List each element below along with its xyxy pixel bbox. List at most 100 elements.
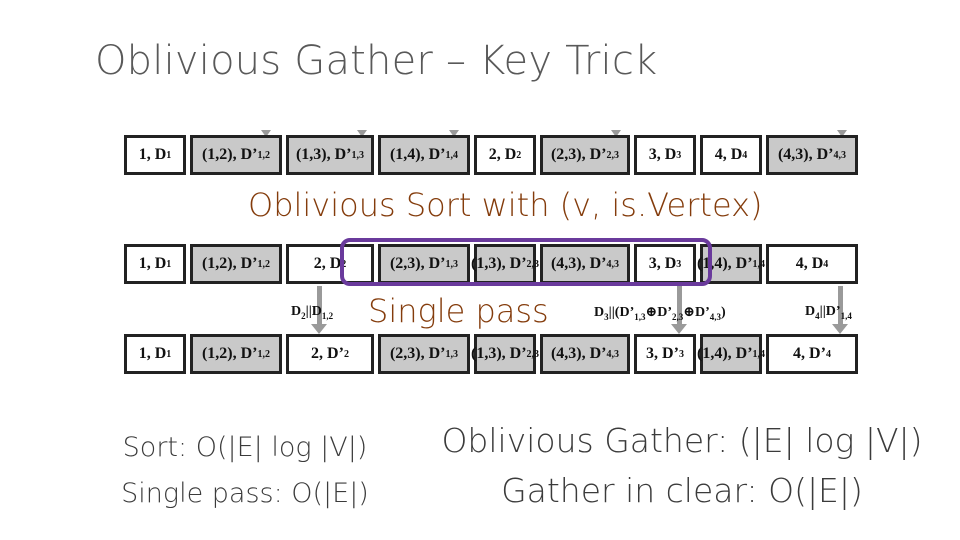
cell-subscript: 4,3 [833, 149, 847, 161]
edge-cell: (2,3), D’1,3 [378, 334, 470, 374]
cell-label: 3, D’ [646, 345, 679, 362]
down-arrow [832, 286, 848, 334]
cell-label: 1, D [138, 255, 167, 272]
notch-marker [357, 130, 367, 137]
cell-label: (2,3), D’ [389, 255, 446, 272]
cell-label: 1, D [138, 345, 167, 362]
cell-subscript: 1,4 [752, 258, 766, 270]
notch-marker [837, 130, 847, 137]
notch-marker [611, 130, 621, 137]
edge-cell: (1,2), D’1,2 [190, 135, 282, 175]
notch-marker [261, 130, 271, 137]
vertex-3-concat-label: D3||(D’1,3⊕D’2,3⊕D’4,3) [594, 305, 726, 322]
clear-gather-cost-text: Gather in clear: O(|E|) [501, 471, 863, 510]
cell-label: 2, D [313, 255, 342, 272]
cell-subscript: 1 [166, 348, 172, 360]
cell-subscript: 4,3 [606, 258, 620, 270]
edge-cell: (4,3), D’4,3 [766, 135, 858, 175]
edge-cell: (1,2), D’1,2 [190, 334, 282, 374]
cell-subscript: 1 [166, 258, 172, 270]
cell-label: 4, D’ [793, 345, 826, 362]
slide-title: Oblivious Gather – Key Trick [95, 38, 658, 84]
cell-label: (1,4), D’ [389, 146, 446, 163]
cell-subscript: 4,3 [606, 348, 620, 360]
cell-label: (1,4), D’ [696, 345, 753, 362]
edge-cell: (4,3), D’4,3 [540, 334, 630, 374]
cell-subscript: 2,3 [526, 348, 540, 360]
cell-subscript: 1,2 [257, 258, 271, 270]
cell-subscript: 4 [742, 149, 748, 161]
cell-label: (1,3), D’ [470, 255, 527, 272]
edge-cell: (1,4), D’1,4 [696, 334, 765, 374]
edge-cell: (1,3), D’1,3 [286, 135, 374, 175]
cell-subscript: 3 [676, 258, 682, 270]
edge-cell: (1,4), D’1,4 [378, 135, 470, 175]
cell-label: 3, D [648, 255, 677, 272]
cell-label: (1,2), D’ [201, 345, 258, 362]
cell-subscript: 4 [825, 348, 831, 360]
cell-label: (2,3), D’ [550, 146, 607, 163]
cell-label: 2, D [488, 146, 517, 163]
cell-subscript: 1,3 [351, 149, 365, 161]
cell-label: 2, D’ [311, 345, 344, 362]
cell-subscript: 1 [166, 149, 172, 161]
sort-caption: Oblivious Sort with (v, is.Vertex) [248, 186, 763, 224]
cell-label: 1, D [138, 146, 167, 163]
cell-subscript: 3 [676, 149, 682, 161]
cell-label: (2,3), D’ [389, 345, 446, 362]
oblivious-gather-cost-text: Oblivious Gather: (|E| log |V|) [441, 421, 923, 460]
single-pass-caption: Single pass [368, 292, 549, 330]
cell-subscript: 2 [516, 149, 522, 161]
cell-label: (1,2), D’ [201, 255, 258, 272]
down-arrow [671, 286, 687, 334]
edge-cell: (2,3), D’1,3 [378, 244, 470, 284]
cell-subscript: 1,4 [752, 348, 766, 360]
cell-subscript: 2 [343, 348, 349, 360]
cell-subscript: 1,3 [445, 348, 459, 360]
cell-subscript: 1,3 [445, 258, 459, 270]
notch-marker [449, 130, 459, 137]
single-pass-cost-text: Single pass: O(|E|) [121, 478, 369, 509]
cell-subscript: 2,3 [526, 258, 540, 270]
cell-subscript: 3 [678, 348, 684, 360]
cell-label: (1,3), D’ [470, 345, 527, 362]
cell-subscript: 2,3 [606, 149, 620, 161]
cell-label: 4, D [795, 255, 824, 272]
complexity-right: Oblivious Gather: (|E| log |V|) Gather i… [432, 416, 932, 516]
cell-label: (1,3), D’ [295, 146, 352, 163]
down-arrow [311, 286, 327, 334]
cell-subscript: 1,2 [257, 149, 271, 161]
edge-cell: (1,3), D’2,3 [470, 244, 539, 284]
cell-subscript: 4 [823, 258, 829, 270]
complexity-left: Sort: O(|E| log |V|) Single pass: O(|E|) [95, 425, 395, 517]
cell-label: (4,3), D’ [550, 345, 607, 362]
edge-cell: (2,3), D’2,3 [540, 135, 630, 175]
vertex-cell: 2, D’2 [286, 334, 374, 374]
cell-label: (4,3), D’ [550, 255, 607, 272]
sort-cost-text: Sort: O(|E| log |V|) [122, 432, 368, 463]
vertex-3-group-highlight [340, 238, 712, 286]
cell-label: 4, D [714, 146, 743, 163]
cell-label: (1,2), D’ [201, 146, 258, 163]
cell-label: 3, D [648, 146, 677, 163]
cell-subscript: 1,2 [257, 348, 271, 360]
vertex-2-concat-label: D2||D1,2 [291, 304, 334, 321]
edge-cell: (1,3), D’2,3 [470, 334, 539, 374]
cell-label: (4,3), D’ [777, 146, 834, 163]
vertex-cell: 4, D’4 [766, 334, 858, 374]
edge-cell: (4,3), D’4,3 [540, 244, 630, 284]
vertex-cell: 3, D’3 [634, 334, 696, 374]
edge-cell: (1,2), D’1,2 [190, 244, 282, 284]
vertex-4-concat-label: D4||D’1,4 [805, 304, 852, 321]
